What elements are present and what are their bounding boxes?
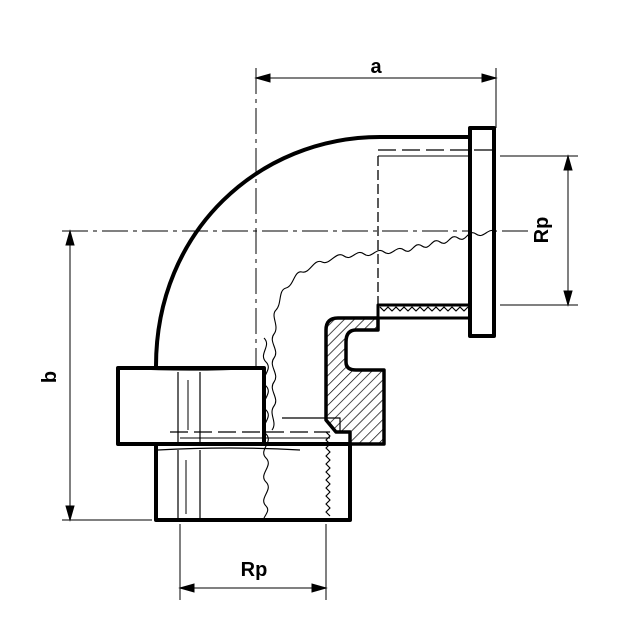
hex-flat-curve-bottom — [157, 447, 301, 451]
fitting-body — [116, 126, 496, 522]
dimension-rp-bottom-label: Rp — [241, 559, 268, 581]
right-collar — [468, 126, 496, 338]
break-line-vertical — [262, 337, 269, 519]
dimension-b-arrow-bottom — [65, 505, 75, 522]
hatched-section — [324, 316, 386, 446]
right-bore-threads — [379, 306, 469, 312]
dimension-a-arrow-left — [254, 73, 271, 83]
dimension-b-arrow-top — [65, 229, 75, 246]
left-bore-threads — [325, 431, 331, 517]
dimension-rp-side-arrow-top — [563, 154, 573, 171]
dimension-b-label: b — [39, 371, 61, 383]
dimension-rp-side-arrow-bottom — [563, 290, 573, 307]
dimension-lines — [65, 73, 573, 593]
outer-elbow-arc — [154, 135, 470, 367]
dimension-a-arrow-right — [481, 73, 498, 83]
hex-flat-curve-top — [119, 367, 265, 371]
dimension-rp-bottom-arrow-right — [311, 583, 328, 593]
break-lines — [262, 230, 497, 519]
left-socket-lower — [154, 442, 352, 522]
dimension-rp-side-label: Rp — [531, 217, 553, 244]
dimension-a-label: a — [370, 56, 382, 78]
break-line-diagonal — [271, 230, 497, 431]
dimension-rp-bottom-arrow-left — [178, 583, 195, 593]
inner-step — [282, 417, 341, 432]
